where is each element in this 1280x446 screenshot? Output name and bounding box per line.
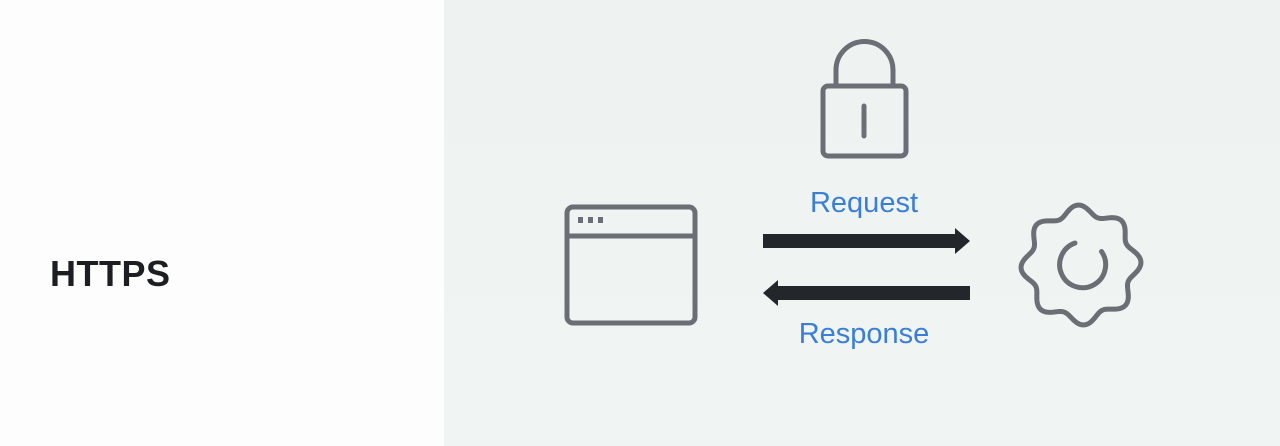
response-arrow [763,280,970,306]
diagram-panel [444,0,1280,446]
response-label: Response [798,318,930,350]
request-arrow [763,228,970,254]
gear-icon [1018,202,1144,328]
browser-window-icon [564,204,698,326]
title-panel: HTTPS [0,0,444,446]
lock-icon [820,39,909,159]
request-label: Request [809,187,918,219]
page-title: HTTPS [50,253,171,294]
